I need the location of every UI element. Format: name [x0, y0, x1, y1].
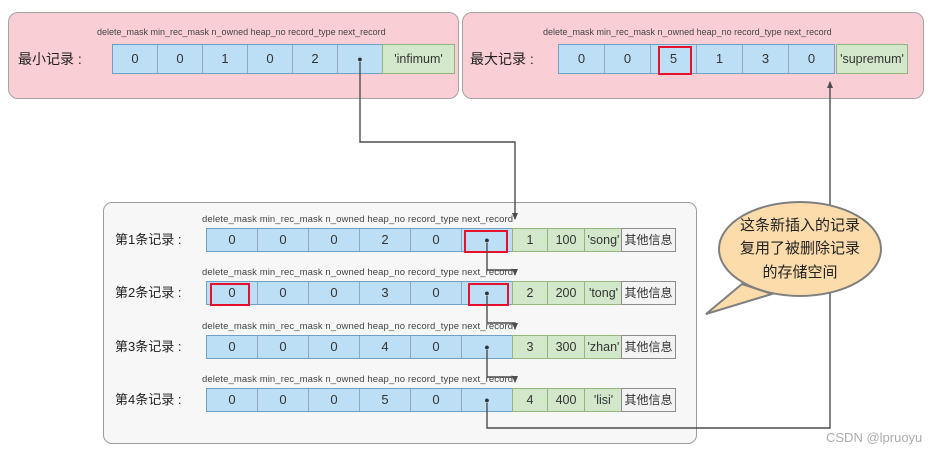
highlight-box-max-n-owned — [658, 46, 692, 75]
cell-record-type: 2 — [293, 45, 338, 73]
bubble-line-3: 的存储空间 — [762, 263, 838, 281]
record3-field-headers: delete_mask min_rec_mask n_owned heap_no… — [202, 321, 514, 332]
cell-primary-key: 1 — [512, 228, 548, 252]
record2-label: 第2条记录 : — [115, 285, 182, 300]
cell-next-record-pointer-dot: ● — [357, 54, 363, 64]
cell-delete-mask: 0 — [207, 229, 258, 251]
infimum-cell: 'infimum' — [382, 44, 455, 74]
record3-data-cells: 3 300 'zhan' — [512, 335, 623, 359]
cell-next-record-pointer-dot: ● — [484, 395, 490, 405]
cell-min-rec-mask: 0 — [258, 336, 309, 358]
cell-delete-mask: 0 — [207, 336, 258, 358]
max-record-label: 最大记录 : — [470, 51, 534, 67]
watermark: CSDN @lpruoyu — [826, 430, 923, 445]
max-record-field-headers: delete_mask min_rec_mask n_owned heap_no… — [543, 27, 832, 37]
cell-min-rec-mask: 0 — [605, 45, 651, 73]
cell-primary-key: 2 — [512, 281, 548, 305]
record2-field-headers: delete_mask min_rec_mask n_owned heap_no… — [202, 267, 514, 278]
bubble-line-2: 复用了被删除记录 — [739, 240, 860, 258]
cell-value: 300 — [547, 335, 585, 359]
cell-record-type: 0 — [411, 229, 462, 251]
record4-other-info-cell: 其他信息 — [621, 388, 676, 412]
min-record-label: 最小记录 : — [18, 51, 82, 67]
cell-heap-no: 4 — [360, 336, 411, 358]
cell-name: 'tong' — [584, 281, 623, 305]
highlight-box-record2-next-record — [468, 283, 509, 306]
cell-delete-mask: 0 — [559, 45, 605, 73]
cell-name: 'zhan' — [584, 335, 623, 359]
cell-record-type: 3 — [743, 45, 789, 73]
record4-data-cells: 4 400 'lisi' — [512, 388, 623, 412]
cell-n-owned: 0 — [309, 336, 360, 358]
highlight-box-record1-next-record — [464, 230, 508, 253]
min-record-cells: 0 0 1 0 2 ● — [112, 44, 383, 74]
cell-delete-mask: 0 — [207, 389, 258, 411]
min-record-field-headers: delete_mask min_rec_mask n_owned heap_no… — [97, 27, 386, 37]
record1-other-info-cell: 其他信息 — [621, 228, 676, 252]
record2-other-info-cell: 其他信息 — [621, 281, 676, 305]
speech-bubble-tail — [705, 282, 776, 315]
cell-delete-mask: 0 — [113, 45, 158, 73]
cell-heap-no: 3 — [360, 282, 411, 304]
cell-name: 'lisi' — [584, 388, 623, 412]
cell-n-owned: 0 — [309, 229, 360, 251]
cell-value: 100 — [547, 228, 585, 252]
cell-value: 200 — [547, 281, 585, 305]
record4-label: 第4条记录 : — [115, 392, 182, 407]
cell-heap-no: 1 — [697, 45, 743, 73]
record4-field-headers: delete_mask min_rec_mask n_owned heap_no… — [202, 374, 514, 385]
cell-min-rec-mask: 0 — [158, 45, 203, 73]
cell-heap-no: 0 — [248, 45, 293, 73]
bubble-line-1: 这条新插入的记录 — [739, 217, 860, 234]
cell-n-owned: 0 — [309, 282, 360, 304]
cell-primary-key: 3 — [512, 335, 548, 359]
record3-cells: 0 0 0 4 0 ● — [206, 335, 513, 359]
record3-other-info-cell: 其他信息 — [621, 335, 676, 359]
record4-cells: 0 0 0 5 0 ● — [206, 388, 513, 412]
record2-data-cells: 2 200 'tong' — [512, 281, 623, 305]
speech-bubble-text: 这条新插入的记录 复用了被删除记录 的存储空间 — [722, 214, 878, 284]
cell-next-record: 0 — [807, 51, 816, 66]
cell-record-type: 0 — [411, 336, 462, 358]
record1-field-headers: delete_mask min_rec_mask n_owned heap_no… — [202, 214, 514, 225]
supremum-cell: 'supremum' — [836, 44, 908, 74]
cell-n-owned: 1 — [203, 45, 248, 73]
record1-cells: 0 0 0 2 0 ● — [206, 228, 513, 252]
record1-label: 第1条记录 : — [115, 232, 182, 247]
highlight-box-record2-delete-mask — [210, 283, 250, 306]
cell-primary-key: 4 — [512, 388, 548, 412]
cell-delete-mask: 0 — [207, 282, 258, 304]
cell-n-owned: 0 — [309, 389, 360, 411]
record1-data-cells: 1 100 'song' — [512, 228, 623, 252]
cell-min-rec-mask: 0 — [258, 229, 309, 251]
cell-min-rec-mask: 0 — [258, 282, 309, 304]
record3-label: 第3条记录 : — [115, 339, 182, 354]
cell-heap-no: 5 — [360, 389, 411, 411]
cell-value: 400 — [547, 388, 585, 412]
cell-n-owned: 5 — [651, 45, 697, 73]
cell-record-type: 0 — [411, 282, 462, 304]
cell-name: 'song' — [584, 228, 623, 252]
cell-heap-no: 2 — [360, 229, 411, 251]
max-record-cells: 0 0 5 1 3 0 — [558, 44, 835, 74]
cell-next-record-pointer-dot: ● — [484, 342, 490, 352]
cell-min-rec-mask: 0 — [258, 389, 309, 411]
record2-cells: 0 0 0 3 0 ● — [206, 281, 513, 305]
cell-record-type: 0 — [411, 389, 462, 411]
